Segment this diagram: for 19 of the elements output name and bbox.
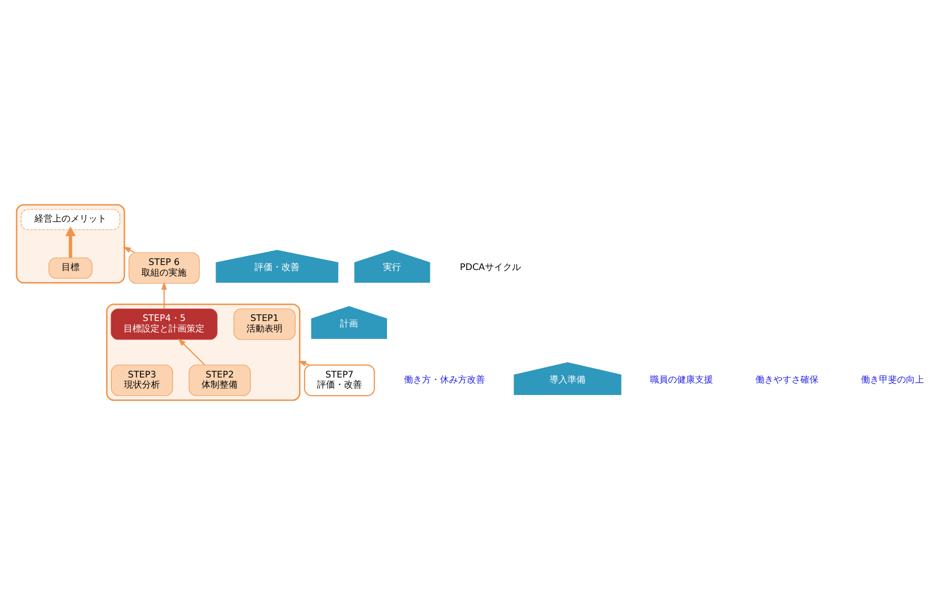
- node-box: STEP7 評価・改善: [304, 364, 375, 396]
- node-box: STEP3 現状分析: [111, 364, 173, 396]
- label: PDCAサイクル: [460, 262, 521, 273]
- cluster: [106, 303, 300, 400]
- node-box: 目標: [48, 257, 92, 278]
- label: 職員の健康支援: [650, 374, 714, 385]
- arrow: [161, 281, 167, 308]
- arrow: [65, 226, 76, 258]
- label: 働きやすさ確保: [756, 374, 819, 385]
- label: 働き方・休み方改善: [404, 374, 485, 385]
- cluster: [16, 204, 126, 284]
- node-box: STEP2 体制整備: [188, 364, 251, 396]
- node-box: 経営上のメリット: [20, 208, 120, 230]
- node-box: STEP4・5 目標設定と計画策定: [110, 308, 218, 340]
- arrow: [122, 246, 136, 253]
- node-box: STEP1 活動表明: [234, 308, 296, 340]
- label: 働き甲斐の向上: [861, 374, 924, 385]
- node-box: STEP 6 取組の実施: [128, 252, 200, 284]
- arrow: [178, 338, 206, 365]
